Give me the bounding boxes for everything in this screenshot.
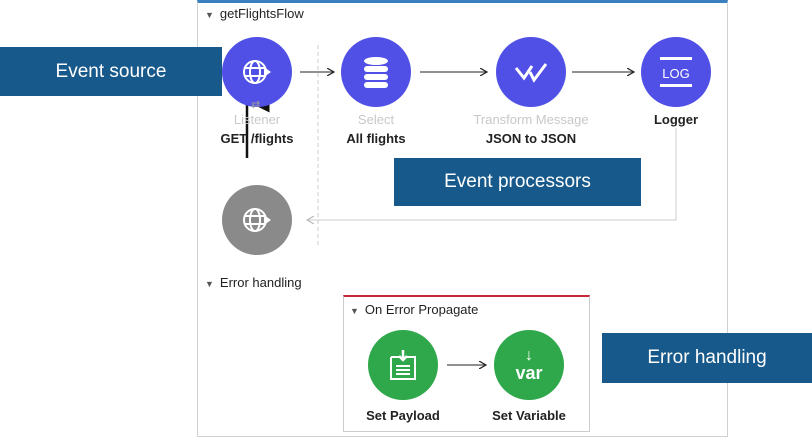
logger-label: Logger xyxy=(653,112,699,127)
flow-header[interactable]: ▼ getFlightsFlow xyxy=(205,6,304,21)
scope-title: On Error Propagate xyxy=(364,302,479,317)
error-handling-header[interactable]: ▼ Error handling xyxy=(205,275,302,290)
return-line xyxy=(307,128,677,220)
callout-error-handling: Error handling xyxy=(602,333,812,383)
callout-event-source: Event source xyxy=(0,47,222,96)
set-variable-label: Set Variable xyxy=(492,408,566,423)
set-payload-label: Set Payload xyxy=(366,408,440,423)
listener-node[interactable] xyxy=(222,37,292,107)
transform-type: Transform Message xyxy=(473,112,589,127)
on-error-propagate-scope: ▼ On Error Propagate xyxy=(343,295,590,432)
set-payload-icon xyxy=(390,350,416,380)
globe-listener-icon xyxy=(243,60,271,84)
collapse-triangle-icon[interactable]: ▼ xyxy=(205,10,214,20)
select-label: All flights xyxy=(346,131,406,146)
database-icon xyxy=(364,57,388,88)
transform-icon xyxy=(514,63,548,83)
select-node[interactable] xyxy=(341,37,411,107)
listener-response-node[interactable] xyxy=(222,185,292,255)
transform-label: JSON to JSON xyxy=(485,131,577,146)
flow-title: getFlightsFlow xyxy=(219,6,304,21)
logger-node[interactable]: LOG xyxy=(641,37,711,107)
set-payload-node[interactable] xyxy=(368,330,438,400)
exchange-icon: ⇄ xyxy=(251,99,261,111)
error-handling-title: Error handling xyxy=(219,275,302,290)
svg-text:LOG: LOG xyxy=(662,66,689,81)
var-icon-text: var xyxy=(515,363,543,383)
flow-canvas xyxy=(197,0,728,437)
globe-response-icon xyxy=(243,208,271,232)
set-variable-node[interactable]: ↓var xyxy=(494,330,564,400)
callout-event-processors: Event processors xyxy=(394,158,641,206)
transform-node[interactable] xyxy=(496,37,566,107)
scope-header[interactable]: ▼ On Error Propagate xyxy=(350,302,478,317)
collapse-triangle-icon[interactable]: ▼ xyxy=(205,279,214,289)
collapse-triangle-icon[interactable]: ▼ xyxy=(350,306,359,316)
listener-label: GET /flights xyxy=(220,131,294,146)
listener-type: Listener xyxy=(233,112,281,127)
log-icon: LOG xyxy=(660,57,692,87)
select-type: Select xyxy=(357,112,395,127)
var-icon: ↓var xyxy=(515,347,543,383)
